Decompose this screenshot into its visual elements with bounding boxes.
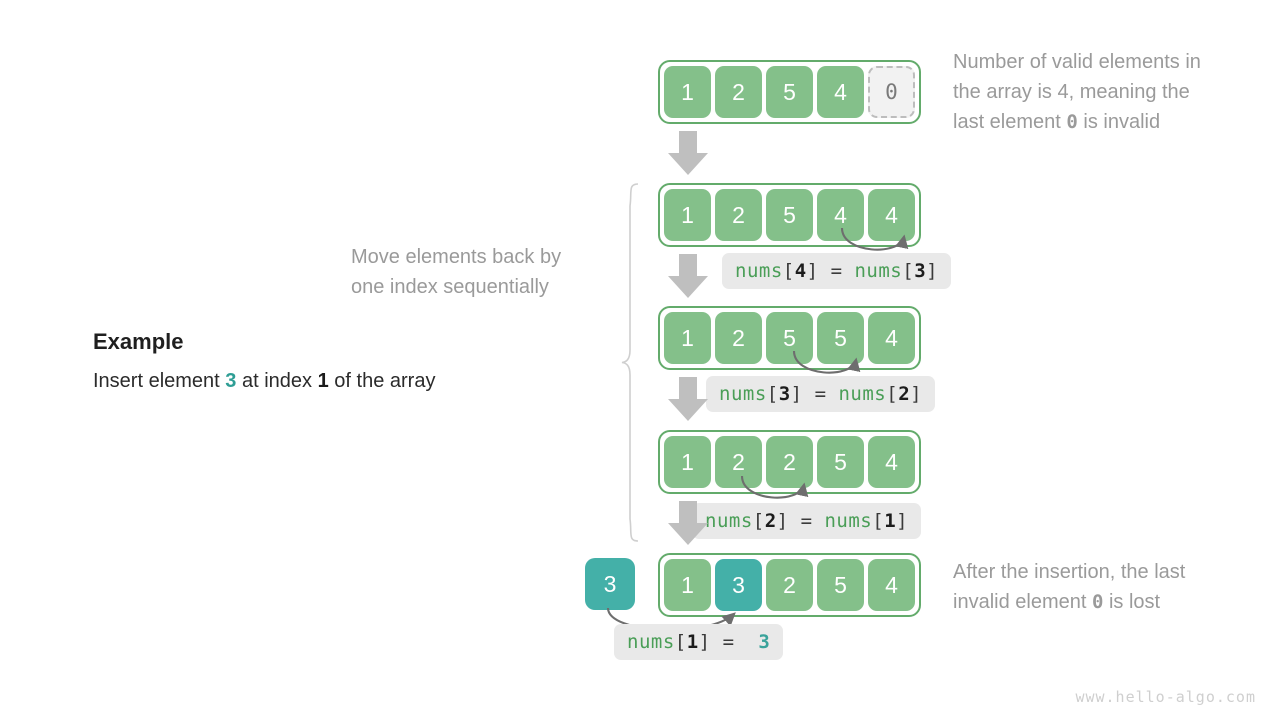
- copy-arrow-icon: [840, 227, 909, 251]
- array-cell: 2: [766, 559, 813, 611]
- note-valid-line3-a: last element: [953, 111, 1067, 133]
- note-after-line2-a: invalid element: [953, 591, 1092, 613]
- note-after-zero: 0: [1091, 591, 1104, 613]
- array-cell: 4: [817, 66, 864, 118]
- array-cell: 1: [664, 436, 711, 488]
- code-label-nums2: nums[2] = nums[1]: [692, 503, 922, 539]
- array-row-final: 1 3 2 5 4: [658, 553, 921, 617]
- array-cell: 5: [817, 559, 864, 611]
- curly-brace: [621, 183, 639, 542]
- insert-value-box: 3: [585, 558, 635, 610]
- note-valid-line3: last element 0 is invalid: [953, 107, 1201, 137]
- code-lhs-name: nums: [705, 510, 753, 532]
- note-after-line2: invalid element 0 is lost: [953, 587, 1185, 617]
- watermark: www.hello-algo.com: [1075, 688, 1256, 706]
- array-cell: 2: [715, 436, 762, 488]
- array-cell: 1: [664, 312, 711, 364]
- array-cell-invalid: 0: [868, 66, 915, 118]
- code-equals: =: [722, 631, 735, 653]
- array-cell: 1: [664, 66, 711, 118]
- array-cell: 2: [766, 436, 813, 488]
- code-rhs-name: nums: [824, 510, 873, 532]
- code-lhs-index: 2: [764, 510, 777, 532]
- array-cell: 5: [817, 436, 864, 488]
- code-lhs-index: 1: [686, 631, 699, 653]
- code-lhs-name: nums: [735, 260, 783, 282]
- copy-arrow-icon: [740, 475, 809, 499]
- note-valid-line2: the array is 4, meaning the: [953, 81, 1190, 103]
- array-cell: 1: [664, 559, 711, 611]
- copy-arrow-icon: [792, 350, 861, 374]
- example-text-prefix: Insert element: [93, 370, 226, 392]
- code-rhs-value: 3: [758, 631, 771, 653]
- code-rhs-index: 2: [898, 383, 911, 405]
- note-after-line2-b: is lost: [1103, 591, 1161, 613]
- note-move-line2: one index sequentially: [351, 276, 549, 298]
- array-cell: 2: [715, 312, 762, 364]
- code-rhs-index: 3: [914, 260, 927, 282]
- array-cell: 2: [715, 189, 762, 241]
- array-cell: 5: [766, 312, 813, 364]
- example-text-suffix: of the array: [328, 370, 436, 392]
- example-target-index: 1: [317, 370, 329, 392]
- note-valid-line3-b: is invalid: [1077, 111, 1161, 133]
- note-move-line1: Move elements back by: [351, 246, 562, 268]
- code-label-nums4: nums[4] = nums[3]: [722, 253, 952, 289]
- example-inserted-value: 3: [225, 370, 237, 392]
- array-cell: 5: [766, 66, 813, 118]
- array-cell: 4: [868, 559, 915, 611]
- code-rhs-name: nums: [854, 260, 903, 282]
- example-heading: Example: [93, 329, 184, 354]
- code-lhs-name: nums: [627, 631, 675, 653]
- array-cell: 4: [817, 189, 864, 241]
- array-row-shift-3: 1 2 5 5 4: [658, 306, 921, 370]
- array-cell: 4: [868, 436, 915, 488]
- down-arrow-icon: [668, 254, 708, 298]
- down-arrow-icon: [668, 377, 708, 421]
- note-after-insertion: After the insertion, the last invalid el…: [953, 557, 1185, 617]
- down-arrow-icon: [668, 501, 708, 545]
- note-valid-zero: 0: [1066, 111, 1078, 133]
- array-row-shift-2: 1 2 2 5 4: [658, 430, 921, 494]
- array-cell: 1: [664, 189, 711, 241]
- code-equals: =: [800, 510, 813, 532]
- code-equals: =: [830, 260, 843, 282]
- code-label-nums1: nums[1] = 3: [614, 624, 784, 660]
- array-cell: 4: [868, 312, 915, 364]
- array-cell: 2: [715, 66, 762, 118]
- array-cell: 5: [817, 312, 864, 364]
- code-lhs-index: 3: [778, 383, 791, 405]
- code-lhs-index: 4: [794, 260, 807, 282]
- code-rhs-index: 1: [884, 510, 897, 532]
- array-row-initial: 1 2 5 4 0: [658, 60, 921, 124]
- code-label-nums3: nums[3] = nums[2]: [706, 376, 936, 412]
- code-lhs-name: nums: [719, 383, 767, 405]
- array-cell-inserted: 3: [715, 559, 762, 611]
- note-after-line1: After the insertion, the last: [953, 561, 1186, 583]
- array-cell: 4: [868, 189, 915, 241]
- note-valid-elements: Number of valid elements in the array is…: [953, 47, 1201, 137]
- array-row-shift-4: 1 2 5 4 4: [658, 183, 921, 247]
- array-cell: 5: [766, 189, 813, 241]
- note-valid-line1: Number of valid elements in: [953, 51, 1201, 73]
- example-text-middle: at index: [236, 370, 318, 392]
- code-equals: =: [814, 383, 827, 405]
- code-rhs-name: nums: [838, 383, 887, 405]
- down-arrow-icon: [668, 131, 708, 175]
- example-description: Insert element 3 at index 1 of the array: [93, 370, 435, 393]
- note-move-elements: Move elements back by one index sequenti…: [351, 242, 561, 302]
